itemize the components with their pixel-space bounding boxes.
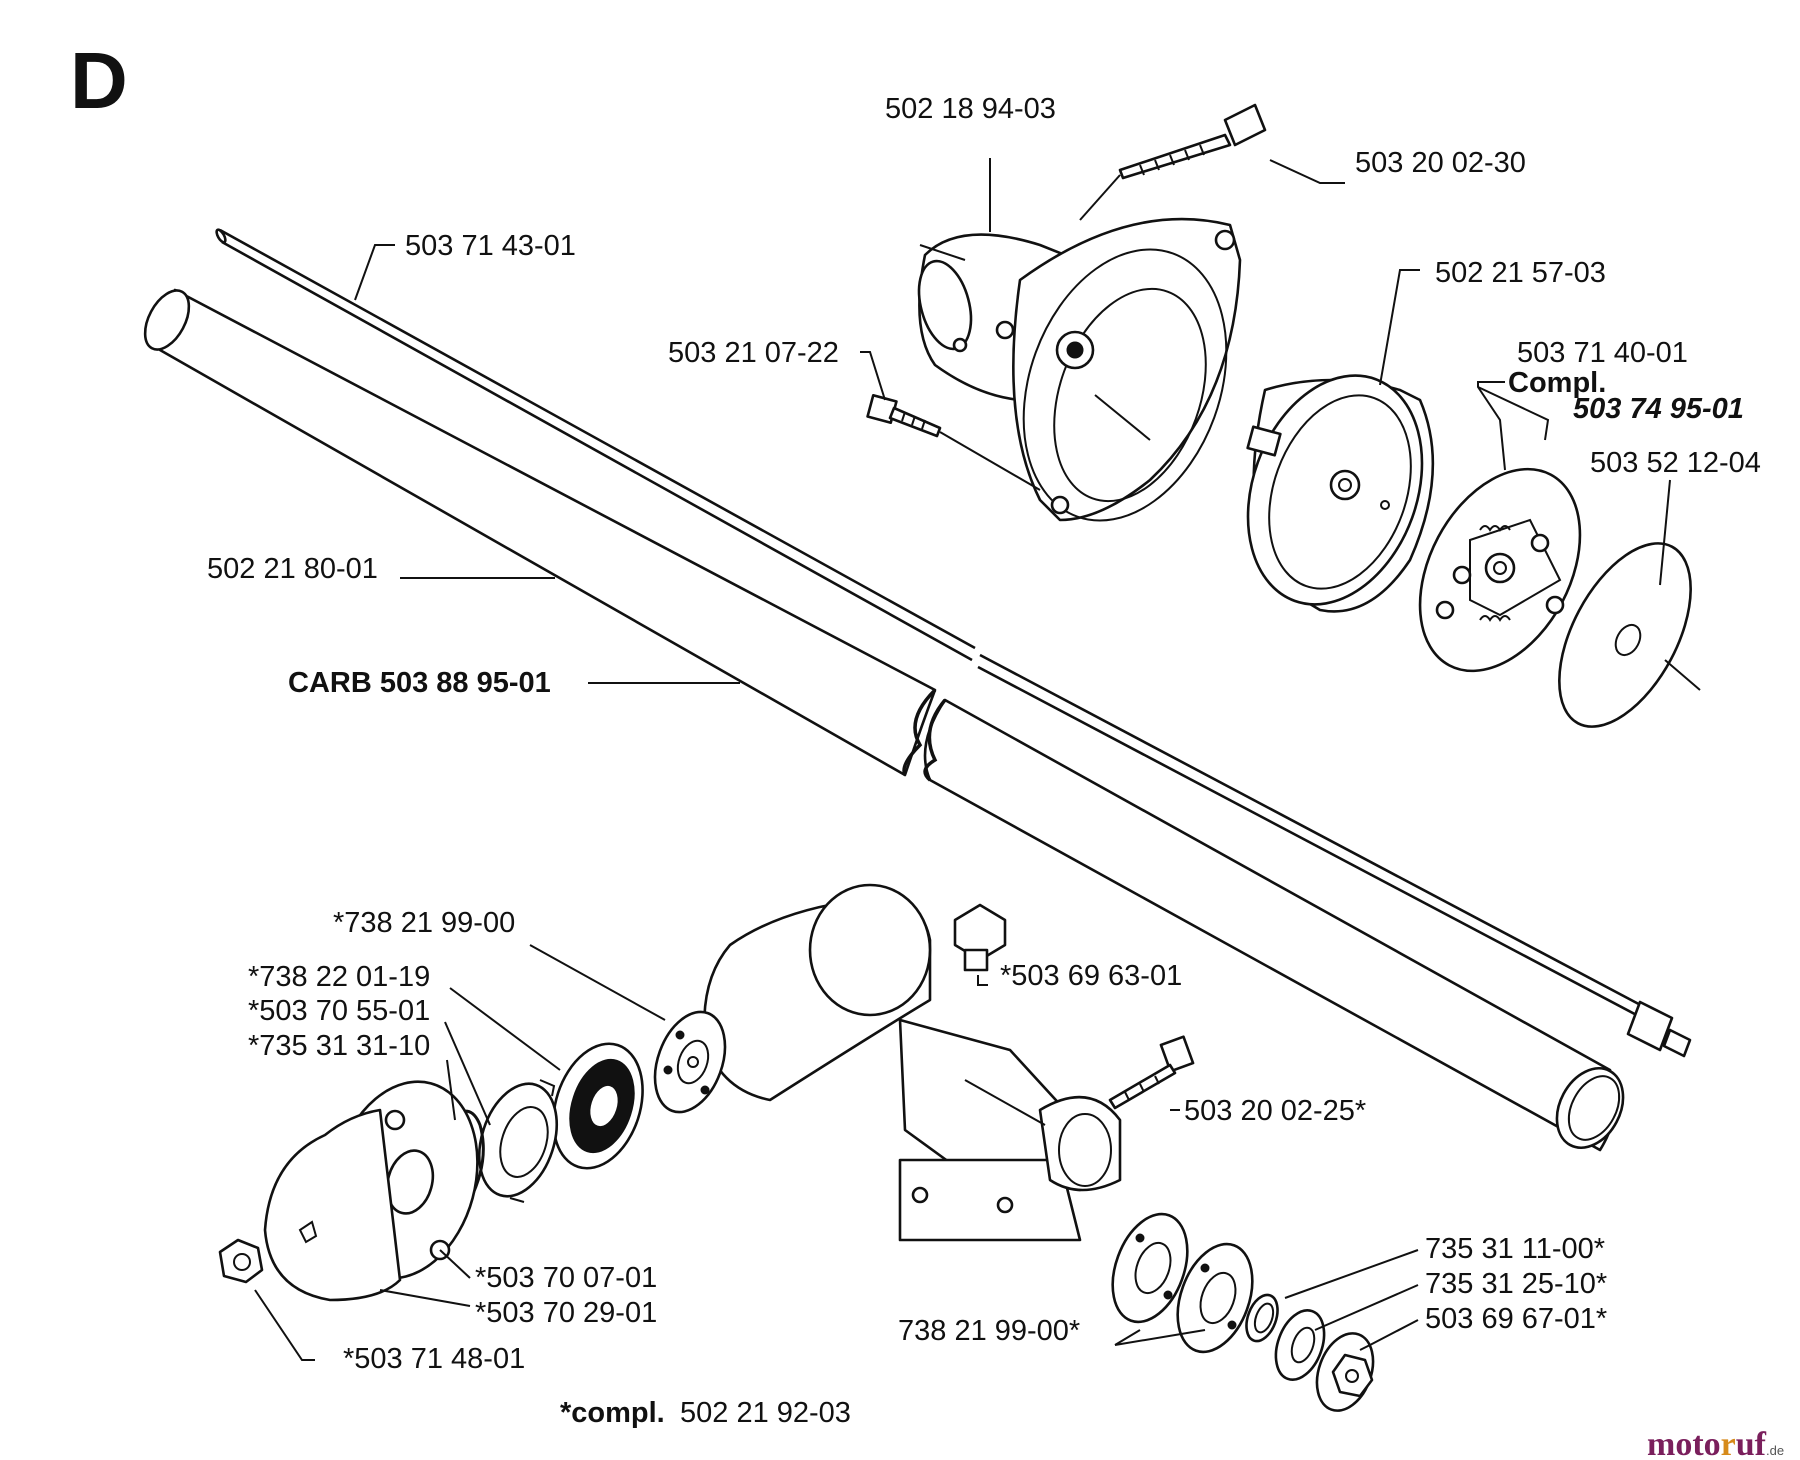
bearing-lower (552, 1042, 644, 1170)
spacer (478, 1079, 558, 1203)
section-letter: D (70, 36, 128, 125)
drive-shaft (215, 228, 1692, 1058)
label-housing-screw-2: 503 21 07-22 (668, 337, 839, 369)
housing-screw (1118, 103, 1267, 180)
label-clutch: 503 71 40-01 (1517, 337, 1688, 369)
label-clutch-drum: 502 21 57-03 (1435, 257, 1606, 289)
label-flange-b: *503 70 29-01 (475, 1297, 657, 1329)
label-compl-number: 502 21 92-03 (680, 1397, 851, 1429)
label-bearing-lower-c: *735 31 31-10 (248, 1030, 430, 1062)
label-washer: 503 52 12-04 (1590, 447, 1761, 479)
watermark-logo: motoruf.de (1647, 1426, 1784, 1460)
bearing-pair-b (1176, 1242, 1254, 1354)
bearing-pair-a (1111, 1212, 1189, 1324)
label-tube: 502 21 80-01 (207, 553, 378, 585)
clamp-screw (1108, 1035, 1195, 1110)
circlip-small (1245, 1293, 1279, 1343)
label-gear-housing: 502 18 94-03 (885, 93, 1056, 125)
label-circlip-b: 735 31 25-10* (1425, 1268, 1607, 1300)
label-bearing-pair: 738 21 99-00* (898, 1315, 1080, 1347)
label-housing-screw: 503 20 02-30 (1355, 147, 1526, 179)
tube (143, 288, 1625, 1152)
label-clamp-screw: 503 20 02-25* (1184, 1095, 1366, 1127)
label-bearing-top: *738 21 99-00 (333, 907, 515, 939)
bearing-top (653, 1010, 727, 1114)
nut (218, 1238, 264, 1284)
label-plug: *503 69 63-01 (1000, 960, 1182, 992)
label-ring: 503 69 67-01* (1425, 1303, 1607, 1335)
housing-screw-2 (866, 393, 942, 438)
label-bearing-lower-a: *738 22 01-19 (248, 961, 430, 993)
engine-housing (917, 217, 1242, 522)
clutch (1418, 467, 1582, 673)
label-bearing-lower-b: *503 70 55-01 (248, 995, 430, 1027)
end-nut (1315, 1332, 1375, 1412)
ring (1274, 1309, 1326, 1381)
plug (953, 903, 1007, 972)
washer (1558, 542, 1692, 728)
svg-text:motoruf.de: motoruf.de (1647, 1426, 1784, 1460)
label-nut: *503 71 48-01 (343, 1343, 525, 1375)
label-circlip-a: 735 31 11-00* (1425, 1233, 1605, 1265)
cup (263, 1108, 402, 1302)
label-drive-shaft: 503 71 43-01 (405, 230, 576, 262)
clutch-drum (1246, 374, 1435, 613)
gear-head (703, 883, 1122, 1242)
label-clutch-alt: 503 74 95-01 (1573, 393, 1744, 425)
label-flange-a: *503 70 07-01 (475, 1262, 657, 1294)
label-compl-prefix: *compl. (560, 1397, 665, 1429)
label-carb: CARB 503 88 95-01 (288, 667, 551, 699)
label-clutch-compl: Compl. (1508, 367, 1606, 399)
